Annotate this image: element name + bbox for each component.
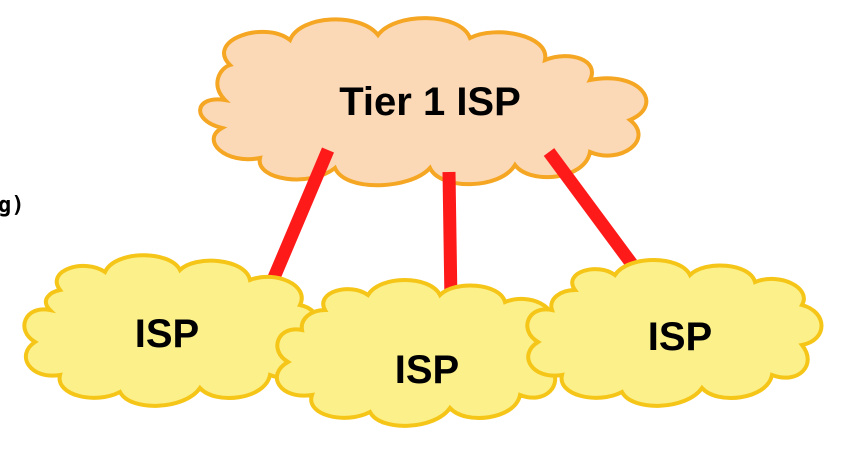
isp-cloud-2 xyxy=(274,278,571,428)
isp-cloud-1 xyxy=(22,253,321,408)
isp-label-2: ISP xyxy=(395,348,459,392)
edge-text-fragment: g) xyxy=(0,193,25,218)
isp-label-3: ISP xyxy=(648,315,712,359)
link-to-isp-1 xyxy=(264,147,334,290)
link-to-isp-2 xyxy=(442,171,458,304)
tier1-cloud xyxy=(198,16,649,188)
isp-cloud-3 xyxy=(525,258,824,408)
tier1-isp-label: Tier 1 ISP xyxy=(339,80,521,124)
isp-label-1: ISP xyxy=(135,312,199,356)
